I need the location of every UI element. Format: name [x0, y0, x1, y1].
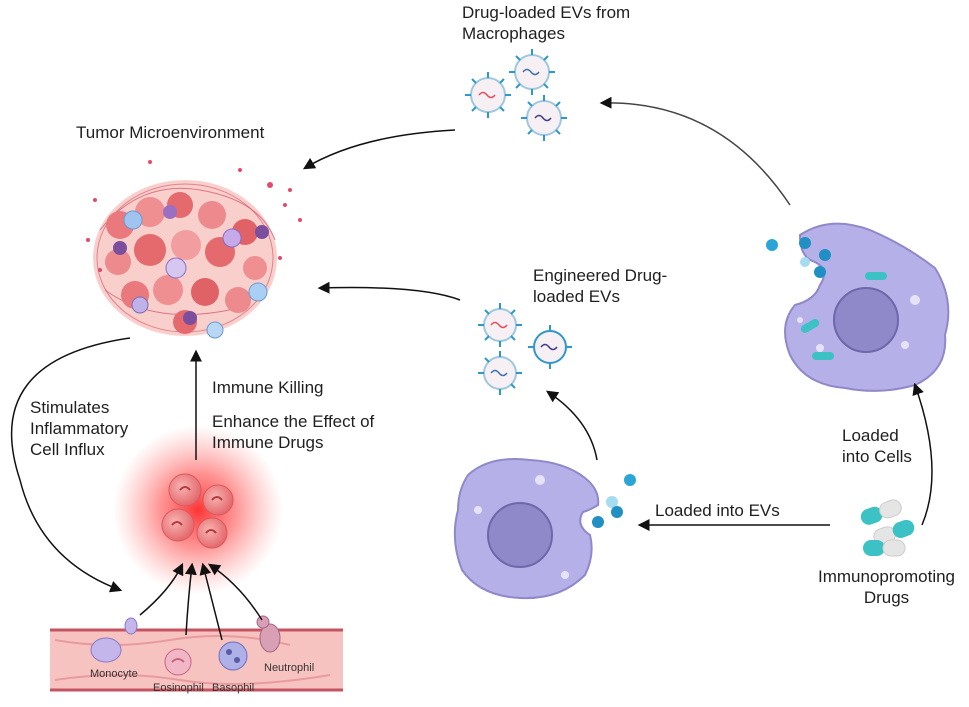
flow-arrows [10, 96, 933, 641]
label-basophil: Basophil [212, 682, 255, 694]
label-enhance-effect: Enhance the Effect of Immune Drugs [212, 412, 375, 452]
label-tumor-microenvironment: Tumor Microenvironment [76, 123, 265, 142]
arrow-stimulates-influx [10, 337, 131, 593]
blood-vessel [50, 615, 343, 692]
inflammatory-cells-glow [113, 425, 283, 595]
label-monocyte: Monocyte [90, 668, 138, 680]
label-eosinophil: Eosinophil [153, 682, 204, 694]
arrow-neutrophil-up [208, 563, 263, 621]
arrow-bottom-to-engineered [546, 390, 598, 461]
engineered-ev-cluster [478, 303, 572, 395]
arrow-eosinophil-up [184, 562, 197, 636]
label-neutrophil: Neutrophil [264, 662, 315, 674]
macrophage-top-right [766, 222, 950, 392]
label-stimulates-influx: Stimulates Inflammatory Cell Influx [30, 398, 129, 459]
macrophage-ev-cluster [465, 49, 567, 141]
label-immunopromoting-drugs: Immunopromoting Drugs [818, 567, 956, 607]
label-engineered-drug-loaded-evs: Engineered Drug- loaded EVs [533, 266, 668, 306]
arrow-evs-to-tumor [302, 129, 456, 170]
arrow-monocyte-up [139, 562, 184, 616]
label-loaded-into-cells: Loaded into Cells [842, 426, 912, 466]
label-drug-loaded-evs-macrophages: Drug-loaded EVs from Macrophages [462, 3, 631, 43]
arrow-basophil-up [199, 562, 223, 641]
label-loaded-into-evs: Loaded into EVs [655, 501, 780, 520]
arrow-macrophage-to-evs [599, 96, 791, 206]
arrow-engineered-to-tumor [317, 281, 461, 301]
label-immune-killing: Immune Killing [212, 378, 324, 397]
arrow-drugs-to-cells [912, 382, 933, 526]
macrophage-bottom [453, 458, 636, 600]
drug-capsules [860, 499, 915, 557]
tumor-microenvironment-cluster [86, 160, 302, 339]
